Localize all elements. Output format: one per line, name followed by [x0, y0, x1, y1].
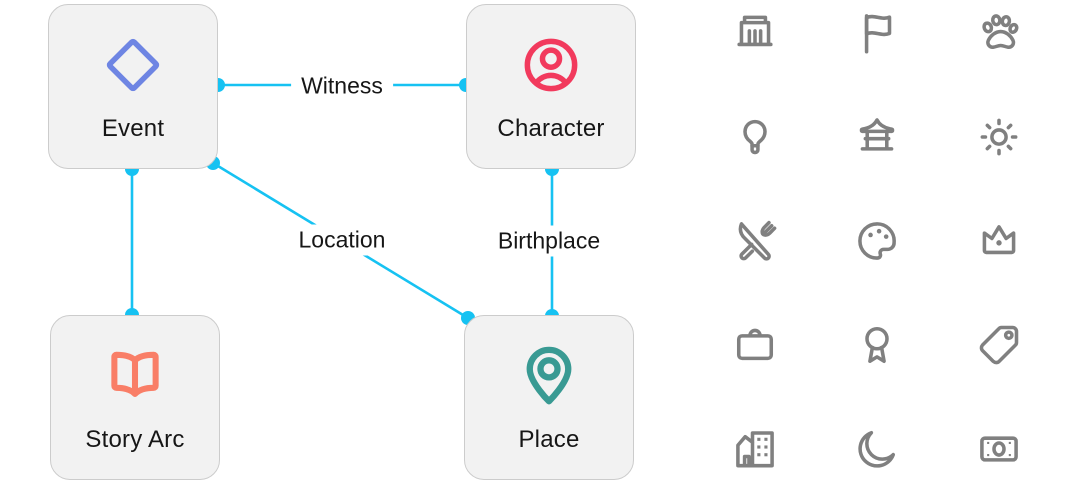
moon-icon	[858, 430, 896, 468]
crown-icon	[982, 225, 1016, 255]
city-building-icon	[736, 431, 774, 468]
restaurant-icon	[738, 220, 777, 261]
node-label: Event	[101, 115, 165, 142]
palette-icon-bank[interactable]	[729, 7, 781, 59]
node-story-arc[interactable]: Story Arc	[50, 315, 220, 480]
flag-icon	[864, 14, 892, 54]
palette-icon-palette[interactable]	[851, 215, 903, 267]
open-book-icon	[111, 351, 159, 397]
node-event[interactable]: Event	[48, 4, 218, 169]
temple-icon	[859, 118, 895, 151]
palette-icon-crown[interactable]	[973, 215, 1025, 267]
lightbulb-icon	[743, 119, 767, 155]
palette-icon-restaurant[interactable]	[729, 215, 781, 267]
icon-palette	[729, 7, 1025, 475]
palette-icon-banknote[interactable]	[973, 423, 1025, 475]
palette-icon-city-building[interactable]	[729, 423, 781, 475]
node-label: Character	[497, 115, 605, 142]
palette-icon-paw-print[interactable]	[973, 7, 1025, 59]
edge-label-location[interactable]: Location	[288, 224, 396, 256]
palette-icon-flag[interactable]	[851, 7, 903, 59]
node-label: Place	[518, 426, 580, 453]
price-tag-icon	[979, 325, 1019, 365]
edge-label-birthplace[interactable]: Birthplace	[487, 225, 611, 257]
palette-icon-price-tag[interactable]	[973, 319, 1025, 371]
user-circle-icon	[524, 38, 578, 92]
banknote-icon	[980, 436, 1018, 462]
diamond-icon	[106, 38, 160, 92]
award-ribbon-icon	[865, 326, 889, 364]
paw-print-icon	[982, 14, 1019, 49]
palette-icon-moon[interactable]	[851, 423, 903, 475]
node-character[interactable]: Character	[466, 4, 636, 169]
node-label: Story Arc	[85, 426, 185, 453]
palette-icon	[858, 222, 896, 260]
palette-icon-sun[interactable]	[973, 111, 1025, 163]
palette-icon-briefcase[interactable]	[729, 319, 781, 371]
briefcase-icon	[736, 328, 774, 361]
sun-icon	[980, 118, 1018, 156]
map-pin-icon	[526, 346, 572, 405]
palette-icon-lightbulb[interactable]	[729, 111, 781, 163]
node-place[interactable]: Place	[464, 315, 634, 480]
edge-label-witness[interactable]: Witness	[291, 70, 393, 102]
palette-icon-award-ribbon[interactable]	[851, 319, 903, 371]
bank-icon	[737, 15, 773, 47]
palette-icon-temple[interactable]	[851, 111, 903, 163]
